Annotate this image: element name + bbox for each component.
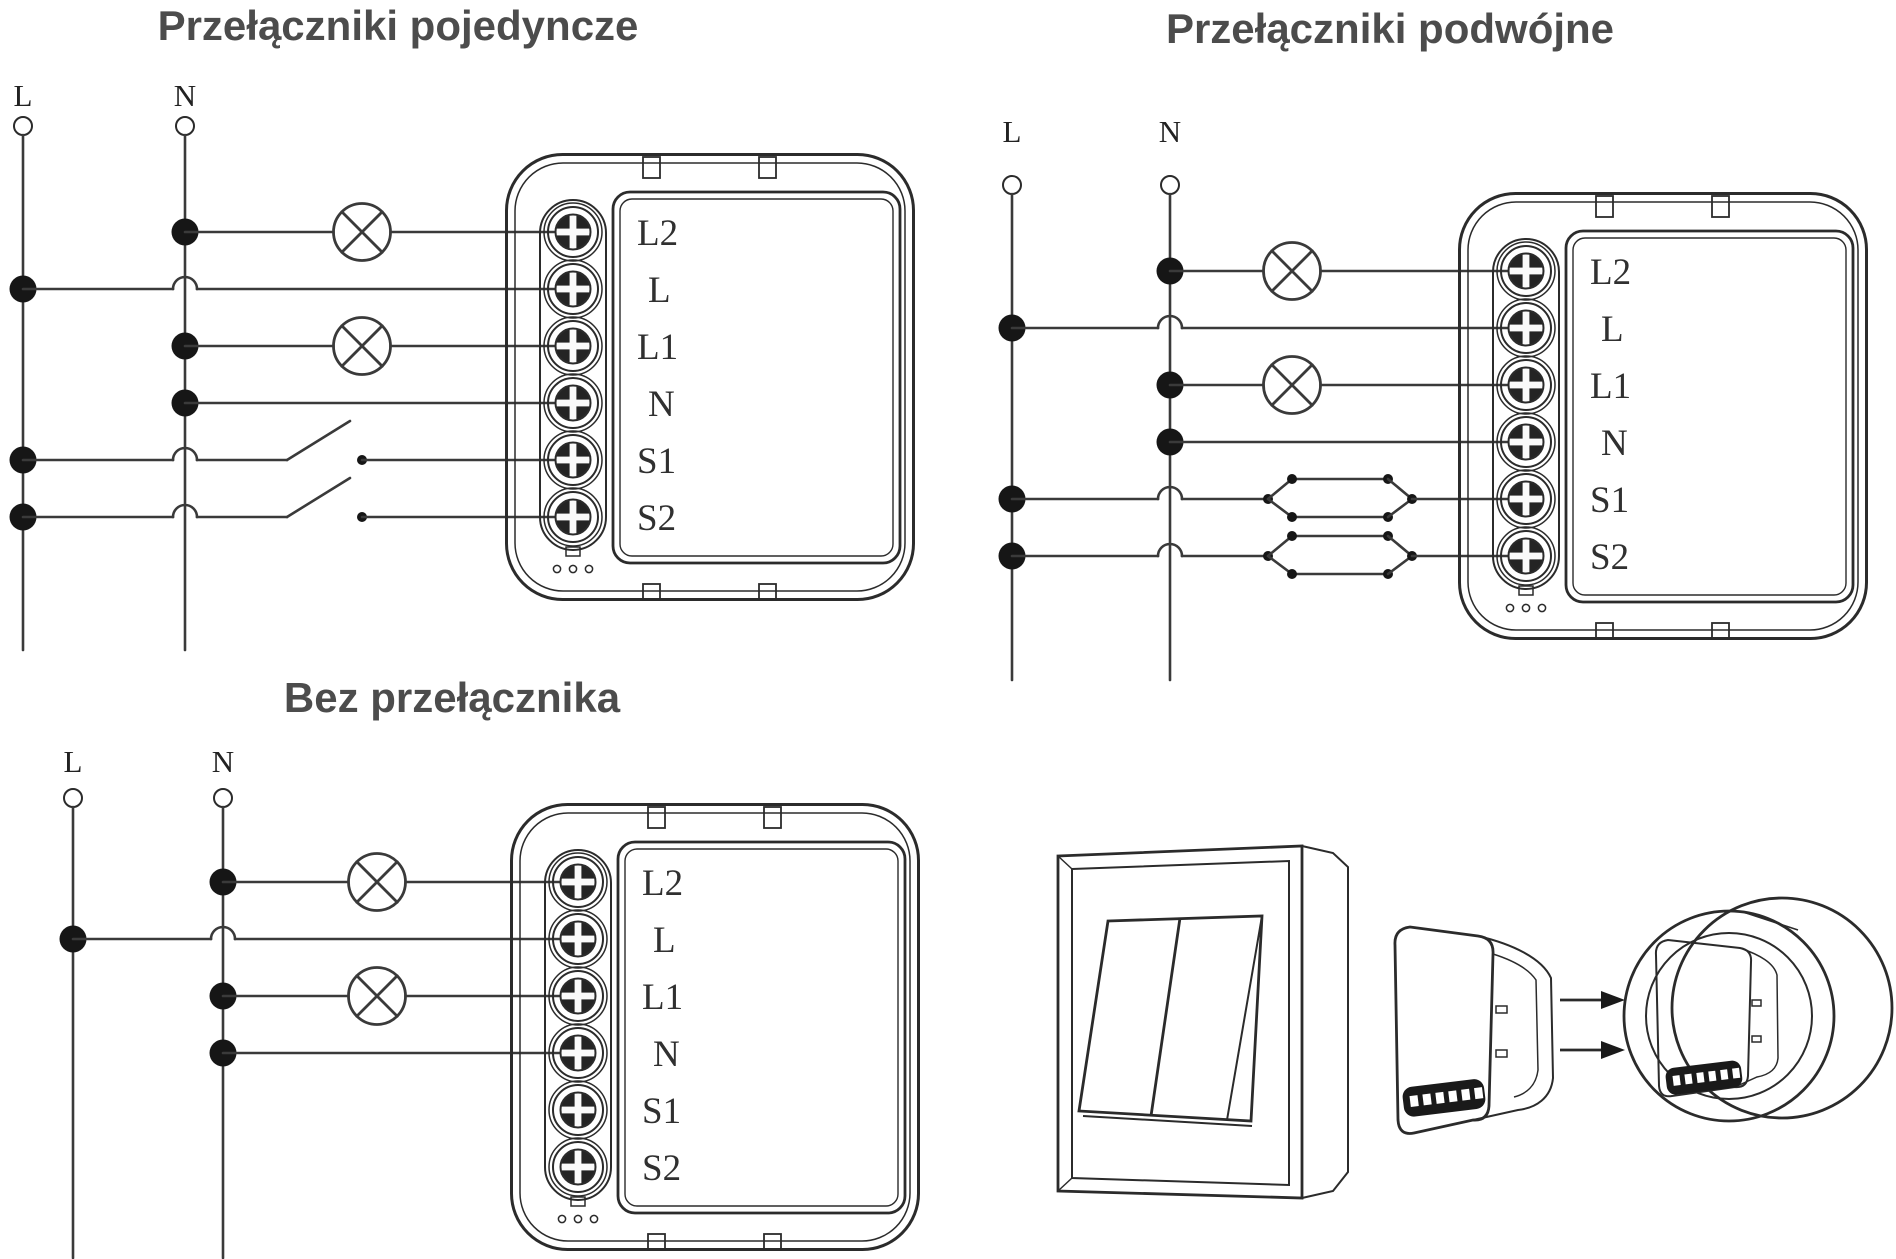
lamp-icon	[332, 316, 392, 376]
terminal-strip-icon	[1665, 1060, 1743, 1095]
lamp-icon	[332, 202, 392, 262]
terminal-label: N	[653, 1034, 680, 1075]
wire-row-l	[998, 314, 1523, 342]
wire-row-n	[171, 389, 570, 417]
wire-row-l2	[209, 852, 575, 912]
live-feed: L	[1002, 114, 1022, 682]
lamp-icon	[347, 852, 407, 912]
terminal-label: N	[1601, 423, 1628, 464]
neutral-feed: N	[174, 78, 196, 652]
terminal-label: L1	[637, 327, 678, 368]
terminal-label: L	[648, 270, 671, 311]
wall-switch-plate	[1056, 844, 1349, 1200]
neutral-terminal-icon	[213, 788, 233, 808]
terminal-label: L2	[642, 863, 683, 904]
switch-blade-icon	[285, 476, 352, 519]
live-label: L	[1003, 114, 1022, 149]
neutral-label: N	[174, 78, 196, 113]
lamp-icon	[1262, 241, 1322, 301]
relay-module-icon	[512, 805, 919, 1251]
neutral-terminal-icon	[1160, 175, 1180, 195]
installation-illustration	[1056, 844, 1894, 1200]
wire-row-l2	[1156, 241, 1523, 301]
diagram-title: Przełączniki pojedyncze	[158, 2, 639, 49]
wire-row-s2	[998, 531, 1523, 579]
terminal-label: L2	[1590, 252, 1631, 293]
wire-row-l1	[1156, 355, 1523, 415]
relay-module-3d	[1393, 925, 1555, 1135]
wire-row-l1	[171, 316, 570, 376]
terminal-label: L1	[642, 977, 683, 1018]
neutral-terminal-icon	[175, 116, 195, 136]
flush-mount-box	[1622, 896, 1894, 1123]
wire-row-n	[1156, 428, 1523, 456]
wire-row-s1	[9, 419, 570, 474]
live-terminal-icon	[63, 788, 83, 808]
terminal-label: S1	[1590, 480, 1629, 521]
terminal-label: N	[648, 384, 675, 425]
wire-row-s2	[9, 476, 570, 531]
relay-module-in-box	[1654, 938, 1779, 1098]
lamp-icon	[347, 966, 407, 1026]
diagram-title: Bez przełącznika	[284, 674, 621, 721]
terminal-label: S2	[637, 498, 676, 539]
live-label: L	[14, 78, 33, 113]
wire-row-n	[209, 1039, 575, 1067]
arrow-right-icon	[1560, 1041, 1625, 1059]
neutral-label: N	[1159, 114, 1181, 149]
two-way-switch-icon	[1263, 474, 1417, 522]
terminal-label: S2	[1590, 537, 1629, 578]
two-way-switch-icon	[1263, 531, 1417, 579]
terminal-strip-icon	[1402, 1079, 1486, 1117]
terminal-labels: L2 L L1 N S1 S2	[642, 863, 683, 1189]
insert-arrows	[1560, 991, 1625, 1059]
live-feed: L	[63, 744, 83, 1259]
diagram-no-switch: Bez przełącznika L N	[59, 674, 919, 1259]
wire-row-l	[9, 275, 570, 303]
wire-row-l	[59, 925, 575, 953]
terminal-labels: L2 L L1 N S1 S2	[637, 213, 678, 539]
terminal-label: S1	[642, 1091, 681, 1132]
terminal-label: L1	[1590, 366, 1631, 407]
rocker-switch-icon	[1077, 914, 1264, 1127]
live-feed: L	[13, 78, 33, 652]
relay-module-icon	[1460, 194, 1867, 640]
terminal-label: L2	[637, 213, 678, 254]
switch-blade-icon	[285, 419, 352, 462]
arrow-right-icon	[1560, 991, 1625, 1009]
terminal-label: S1	[637, 441, 676, 482]
terminal-label: L	[1601, 309, 1624, 350]
terminal-label: L	[653, 920, 676, 961]
wire-row-l2	[171, 202, 570, 262]
relay-module-icon	[507, 155, 914, 601]
live-terminal-icon	[1002, 175, 1022, 195]
diagram-single-switches: Przełączniki pojedyncze L N	[9, 2, 914, 652]
wire-row-s1	[998, 474, 1523, 522]
lamp-icon	[1262, 355, 1322, 415]
diagram-title: Przełączniki podwójne	[1166, 5, 1614, 52]
terminal-label: S2	[642, 1148, 681, 1189]
live-label: L	[64, 744, 83, 779]
live-terminal-icon	[13, 116, 33, 136]
diagram-double-switches: Przełączniki podwójne L N	[998, 5, 1867, 682]
terminal-labels: L2 L L1 N S1 S2	[1590, 252, 1631, 578]
wire-row-l1	[209, 966, 575, 1026]
neutral-label: N	[212, 744, 234, 779]
